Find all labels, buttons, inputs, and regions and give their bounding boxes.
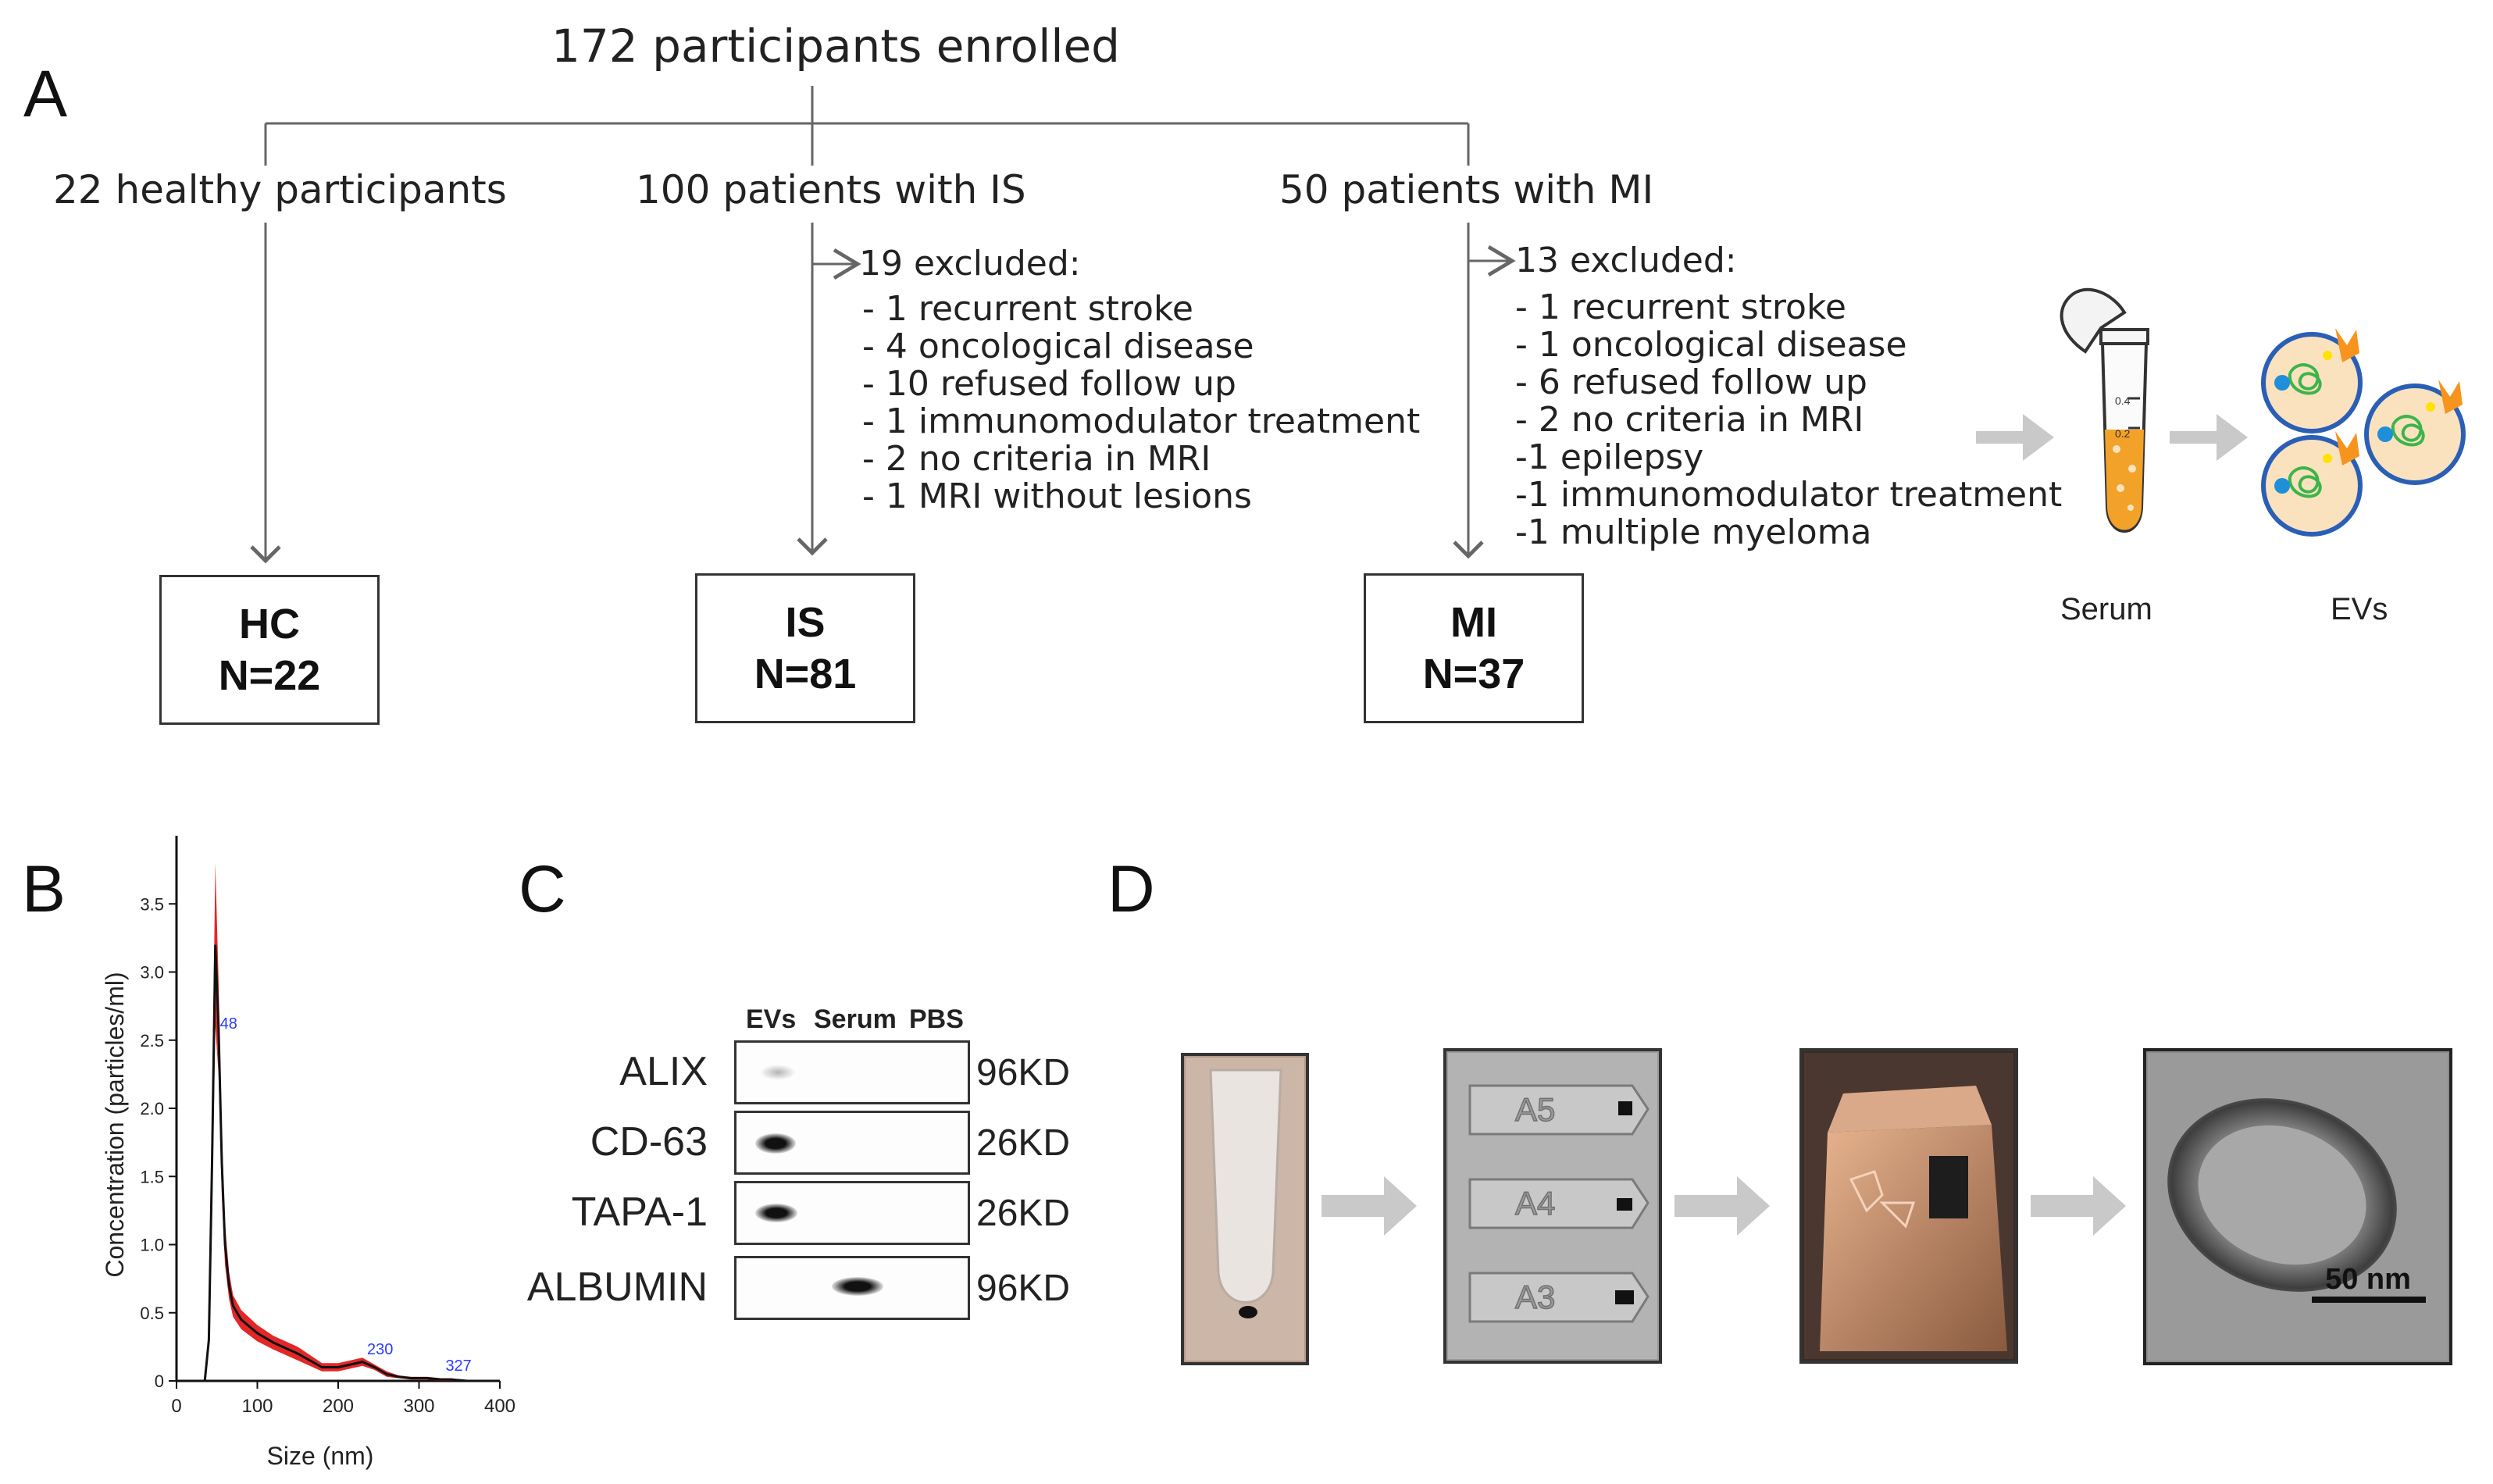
blot-row-cd63 bbox=[734, 1111, 970, 1175]
panel-label-a: A bbox=[23, 57, 68, 130]
lane-label: EVs bbox=[746, 1004, 797, 1034]
mi-excluded-item: -1 immunomodulator treatment bbox=[1515, 475, 2063, 515]
lane-label: PBS bbox=[909, 1004, 964, 1034]
panel-label-c: C bbox=[519, 852, 566, 926]
peak-label: 327 bbox=[445, 1357, 471, 1375]
blot-row-tapa1 bbox=[734, 1181, 970, 1245]
group-name: IS bbox=[785, 599, 826, 646]
pellet-tube-photo bbox=[1181, 1053, 1309, 1365]
is-excluded-item: - 1 recurrent stroke bbox=[862, 289, 1193, 329]
y-tick-label: 0 bbox=[155, 1372, 164, 1391]
peak-label: 230 bbox=[367, 1341, 393, 1358]
tube-icon: 0.4 0.2 bbox=[2060, 287, 2149, 533]
peak-label: 48 bbox=[220, 1015, 237, 1033]
healthy-count: 22 healthy participants bbox=[53, 167, 507, 212]
blot-size-label: 96KD bbox=[976, 1268, 1071, 1309]
is-excluded-item: - 1 immunomodulator treatment bbox=[862, 401, 1421, 441]
arrow-icon bbox=[2170, 414, 2248, 461]
blot-protein-label: CD-63 bbox=[590, 1119, 708, 1165]
is-excluded-item: - 1 MRI without lesions bbox=[862, 476, 1252, 516]
x-tick-label: 0 bbox=[171, 1396, 181, 1417]
arrow-icon bbox=[1976, 414, 2054, 461]
panel-label-b: B bbox=[22, 852, 66, 926]
panel-label-d: D bbox=[1107, 852, 1155, 926]
ev-icon bbox=[2261, 328, 2363, 433]
group-n: N=37 bbox=[1422, 651, 1525, 697]
blot-row-alix bbox=[734, 1040, 970, 1104]
is-excluded-item: - 10 refused follow up bbox=[862, 364, 1236, 404]
tube-mark: 0.2 bbox=[2115, 427, 2131, 440]
group-n: N=81 bbox=[754, 651, 857, 697]
y-tick-label: 2.0 bbox=[140, 1099, 164, 1118]
mi-count: 50 patients with MI bbox=[1279, 167, 1654, 212]
mi-excluded-item: - 2 no criteria in MRI bbox=[1515, 400, 1864, 440]
scale-bar-label: 50 nm bbox=[2325, 1263, 2411, 1296]
mold-label: A4 bbox=[1515, 1185, 1555, 1222]
is-count: 100 patients with IS bbox=[636, 167, 1026, 212]
mi-excluded-item: -1 multiple myeloma bbox=[1515, 512, 1872, 552]
is-excluded-list: - 1 recurrent stroke - 4 oncological dis… bbox=[862, 291, 1420, 515]
blot-row-albumin bbox=[734, 1256, 970, 1320]
y-tick-label: 1.0 bbox=[140, 1236, 164, 1255]
blot-size-label: 26KD bbox=[976, 1122, 1071, 1164]
group-n: N=22 bbox=[218, 652, 321, 699]
blot-protein-label: TAPA-1 bbox=[571, 1190, 708, 1235]
x-tick-label: 300 bbox=[403, 1396, 434, 1417]
x-tick-label: 400 bbox=[484, 1396, 515, 1417]
y-axis-label: Concentration (particles/ml) bbox=[101, 972, 129, 1277]
serum-ev-illustration: 0.4 0.2 bbox=[1976, 287, 2466, 537]
ev-icon bbox=[2364, 380, 2466, 485]
ev-icon bbox=[2261, 431, 2363, 537]
arrow-icon bbox=[1321, 1176, 1417, 1236]
nta-size-distribution-chart: 0 100 200 300 400 0 0.5 1.0 1.5 2.0 2.5 3.0 3.5 48 230… bbox=[101, 836, 515, 1470]
blot-size-label: 96KD bbox=[976, 1052, 1071, 1093]
blot-protein-label: ALIX bbox=[619, 1049, 708, 1094]
arrow-icon bbox=[2031, 1176, 2126, 1236]
mi-excluded-list: - 1 recurrent stroke - 1 oncological dis… bbox=[1515, 289, 2062, 551]
resin-block-photo bbox=[1799, 1048, 2018, 1364]
mi-excluded-item: -1 epilepsy bbox=[1515, 437, 1704, 477]
is-excluded-item: - 2 no criteria in MRI bbox=[862, 439, 1211, 479]
x-tick-label: 200 bbox=[323, 1396, 354, 1417]
mi-excluded-item: - 1 oncological disease bbox=[1515, 325, 1907, 365]
y-tick-label: 1.5 bbox=[140, 1167, 164, 1186]
is-excluded-title: 19 excluded: bbox=[859, 244, 1081, 284]
error-band bbox=[177, 862, 500, 1381]
tube-mark: 0.4 bbox=[2115, 394, 2131, 407]
serum-label: Serum bbox=[2060, 592, 2152, 626]
mold-label: A5 bbox=[1515, 1091, 1555, 1128]
group-name: MI bbox=[1450, 599, 1497, 646]
mi-excluded-item: - 6 refused follow up bbox=[1515, 362, 1867, 402]
mi-excluded-title: 13 excluded: bbox=[1515, 241, 1737, 280]
is-excluded-item: - 4 oncological disease bbox=[862, 326, 1254, 366]
group-name: HC bbox=[239, 601, 300, 647]
lane-label: Serum bbox=[814, 1004, 897, 1034]
embedding-mold-photo: A5 A4 A3 bbox=[1443, 1048, 1662, 1364]
series-line bbox=[177, 944, 500, 1382]
y-tick-label: 3.5 bbox=[140, 894, 164, 914]
group-box-mi: MI N=37 bbox=[1364, 573, 1584, 723]
mold-label: A3 bbox=[1515, 1279, 1555, 1315]
y-tick-label: 2.5 bbox=[140, 1031, 164, 1051]
y-tick-label: 0.5 bbox=[140, 1304, 164, 1323]
mi-excluded-item: - 1 recurrent stroke bbox=[1515, 287, 1846, 327]
x-tick-label: 100 bbox=[241, 1396, 273, 1417]
tem-micrograph: 50 nm bbox=[2143, 1048, 2452, 1365]
evs-label: EVs bbox=[2331, 592, 2388, 626]
flowchart-connectors bbox=[250, 86, 1516, 564]
y-tick-label: 3.0 bbox=[140, 963, 164, 983]
group-box-hc: HC N=22 bbox=[159, 575, 380, 725]
x-axis-label: Size (nm) bbox=[267, 1442, 374, 1470]
enrolled-title: 172 participants enrolled bbox=[551, 20, 1120, 73]
arrow-icon bbox=[1674, 1176, 1770, 1236]
group-box-is: IS N=81 bbox=[695, 573, 915, 723]
tem-workflow-images: A5 A4 A3 50 nm bbox=[1181, 1048, 2452, 1365]
blot-protein-label: ALBUMIN bbox=[526, 1265, 708, 1310]
blot-size-label: 26KD bbox=[976, 1193, 1071, 1234]
